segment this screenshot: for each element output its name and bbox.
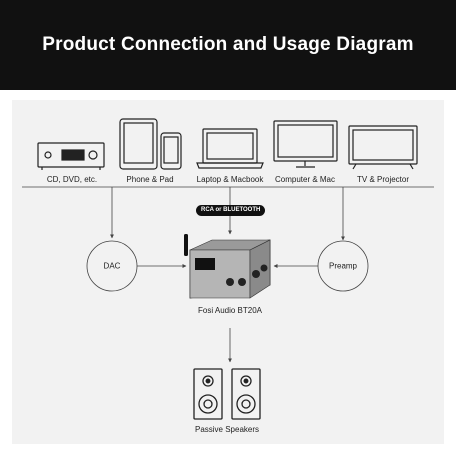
source-label-tv: TV & Projector [356,175,410,184]
title-banner: Product Connection and Usage Diagram [0,0,456,90]
amplifier-label: Fosi Audio BT20A [197,306,263,315]
amplifier-icon [184,234,271,299]
dac-label: DAC [103,261,121,271]
phone-tablet-icon [119,118,182,170]
speakers-label: Passive Speakers [194,425,260,434]
connection-badge: RCA or BLUETOOTH [196,205,266,216]
source-label-computer: Computer & Mac [274,175,336,184]
speakers-icon [193,368,261,420]
page-title: Product Connection and Usage Diagram [42,34,414,55]
monitor-icon [273,120,338,168]
source-label-cd: CD, DVD, etc. [46,175,98,184]
preamp-label: Preamp [328,261,358,271]
cd-player-icon [37,142,105,170]
source-label-laptop: Laptop & Macbook [196,175,264,184]
tv-icon [348,125,418,170]
laptop-icon [196,128,264,169]
source-label-phone: Phone & Pad [126,175,174,184]
